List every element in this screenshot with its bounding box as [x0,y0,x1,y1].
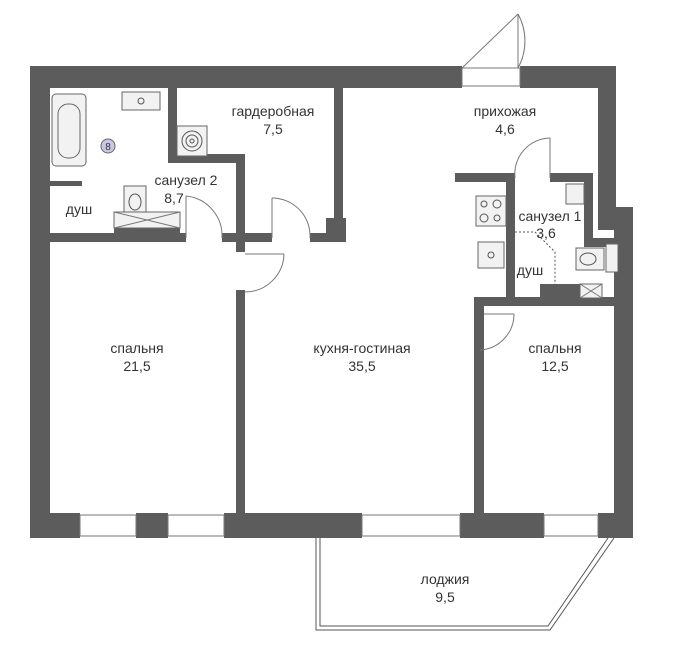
outer-walls [30,66,633,538]
bathroom2-area: 8,7 [164,190,184,206]
stove [475,195,507,227]
kitchen-sink [477,241,505,269]
bedroom-small-area: 12,5 [541,358,568,374]
bathroom2-fixtures [51,91,181,229]
bedroom-small-name: спальня [528,340,581,356]
room-labels: гардеробная 7,5 прихожая 4,6 санузел 2 8… [66,103,582,605]
toilet [123,185,147,213]
sink [121,91,161,111]
toilet-bathroom1 [575,247,605,271]
bedroom-large-area: 21,5 [123,358,150,374]
bathroom2-name: санузел 2 [155,172,218,188]
washing-machine [176,125,208,157]
entrance-door [461,13,526,69]
bathroom1-fixtures [515,183,619,299]
kitchen-living-area: 35,5 [348,358,375,374]
shower1-name: душ [517,262,543,278]
bathroom1-name: санузел 1 [519,208,582,224]
loggia-area: 9,5 [435,589,455,605]
windows [79,67,599,537]
interior-walls [50,88,622,513]
marker-badge: 8 [100,138,116,154]
sink-bathroom1 [565,183,585,205]
shower2-name: душ [66,201,92,217]
bedroom-large-name: спальня [110,340,163,356]
bathroom1-area: 3,6 [536,225,556,241]
hallway-area: 4,6 [495,121,515,137]
wardrobe-area: 7,5 [263,121,283,137]
wardrobe-name: гардеробная [232,103,315,119]
loggia-outline [315,537,615,631]
kitchen-living-name: кухня-гостиная [313,340,410,356]
marker-label: 8 [105,142,111,153]
hallway-name: прихожая [474,103,536,119]
kitchen-fixtures [475,195,507,269]
interior-doors [185,137,551,351]
loggia-name: лоджия [421,571,470,587]
